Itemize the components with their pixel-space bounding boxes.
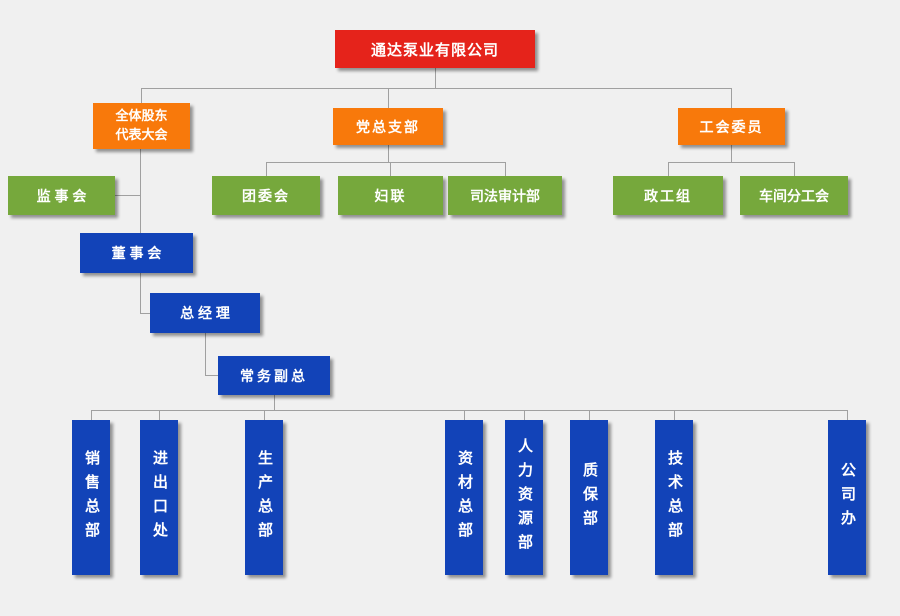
connector-line [115,195,140,196]
node-materials-dept: 资材总部 [445,420,483,575]
node-youth-league: 团委会 [212,176,320,215]
connector-line [266,162,505,163]
connector-line [91,410,92,420]
connector-line [794,162,795,176]
node-quality-assurance-dept: 质保部 [570,420,608,575]
connector-line [91,410,847,411]
node-company-root: 通达泵业有限公司 [335,30,535,68]
connector-line [668,162,669,176]
connector-line [266,162,267,176]
connector-line [390,162,391,176]
connector-line [589,410,590,420]
connector-line [205,375,218,376]
connector-line [140,149,141,313]
connector-line [524,410,525,420]
connector-line [388,145,389,162]
node-board-of-directors: 董 事 会 [80,233,193,273]
connector-line [140,313,150,314]
connector-line [464,410,465,420]
node-sales-dept: 销售总部 [72,420,110,575]
connector-line [847,410,848,420]
shareholders-meeting-line2: 代表大会 [115,127,168,142]
shareholders-meeting-label: 全体股东 代表大会 [115,107,167,145]
connector-line [274,395,275,410]
connector-line [674,410,675,420]
node-technology-dept: 技术总部 [655,420,693,575]
connector-line [388,88,389,108]
connector-line [731,88,732,108]
node-party-branch: 党总支部 [333,108,443,145]
connector-line [159,410,160,420]
connector-line [731,145,732,162]
connector-line [264,410,265,420]
node-executive-deputy-gm: 常务副总 [218,356,330,395]
node-company-office: 公司办 [828,420,866,575]
shareholders-meeting-line1: 全体股东 [115,108,168,124]
node-supervisory-board: 监 事 会 [8,176,115,215]
node-political-work-group: 政工组 [613,176,723,215]
node-union-committee: 工会委员 [678,108,785,145]
node-judicial-audit-dept: 司法审计部 [448,176,562,215]
node-production-dept: 生产总部 [245,420,283,575]
node-general-manager: 总 经 理 [150,293,260,333]
connector-line [505,162,506,176]
node-human-resources-dept: 人力资源部 [505,420,543,575]
node-import-export-dept: 进出口处 [140,420,178,575]
connector-line [205,333,206,375]
node-workshop-branch-union: 车间分工会 [740,176,848,215]
connector-line [435,68,436,88]
node-womens-federation: 妇联 [338,176,443,215]
connector-line [141,88,731,89]
connector-line [141,88,142,103]
connector-line [668,162,794,163]
node-shareholders-meeting: 全体股东 代表大会 [93,103,190,149]
